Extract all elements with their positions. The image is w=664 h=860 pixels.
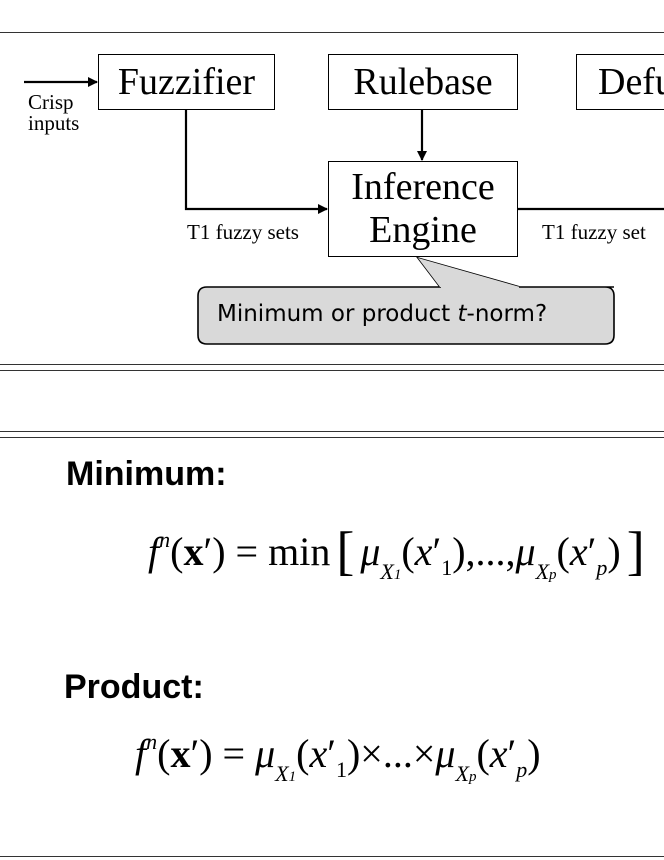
rulebase-box: Rulebase [328, 54, 518, 110]
defuzzifier-box: Defu [576, 54, 664, 110]
section-rule-2b [0, 437, 664, 438]
product-formula: fn(x′) = μX1(x′1)×...×μXp(x′p) [135, 729, 541, 786]
edge-label-t1-fuzzy-sets-left: T1 fuzzy sets [187, 220, 299, 244]
fuzzifier-to-engine-arrow [184, 110, 328, 214]
edge-label-t1-fuzzy-sets-right: T1 fuzzy set [542, 220, 646, 244]
inference-engine-box: Inference Engine [328, 161, 518, 257]
minimum-heading: Minimum: [66, 455, 227, 493]
top-rule [0, 32, 664, 33]
product-heading: Product: [64, 668, 204, 706]
fuzzifier-box: Fuzzifier [98, 54, 275, 110]
bottom-rule [0, 856, 664, 857]
section-rule-1b [0, 370, 664, 371]
section-rule-1a [0, 364, 664, 365]
callout-text: Minimum or product t-norm? [217, 301, 548, 327]
crisp-inputs-label: Crisp inputs [28, 90, 80, 135]
callout-bubble [197, 256, 615, 345]
minimum-formula: fn(x′) = min[μX1(x′1),...,μXp(x′p)] [148, 521, 645, 584]
section-rule-2a [0, 431, 664, 432]
diagram-connectors [24, 77, 664, 345]
